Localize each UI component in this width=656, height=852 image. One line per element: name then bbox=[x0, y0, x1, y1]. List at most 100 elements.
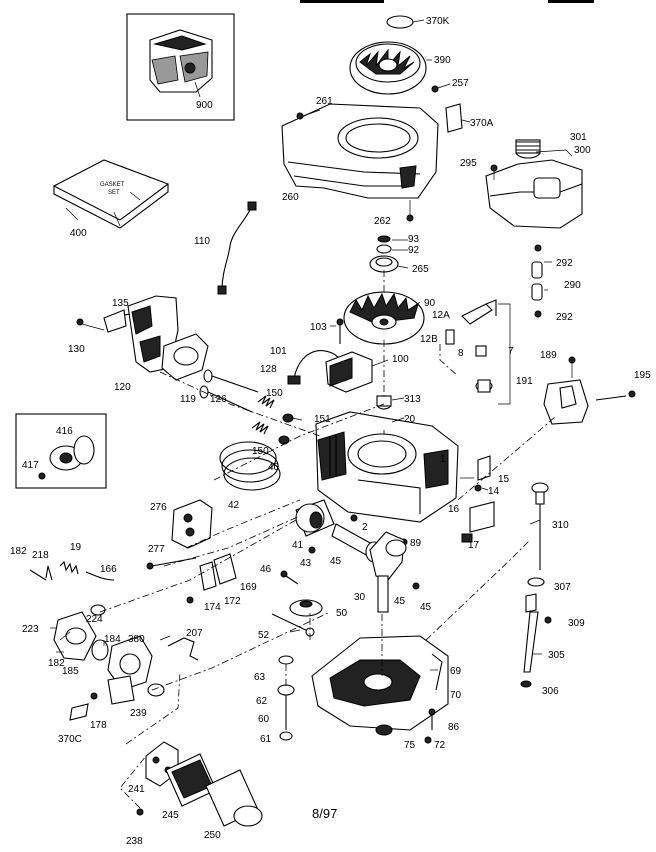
gasket-set-label-line1: GASKET bbox=[100, 182, 125, 188]
label-172: 172 bbox=[224, 596, 241, 607]
part-120-cylinder-head bbox=[76, 295, 209, 381]
label-262: 262 bbox=[374, 216, 391, 227]
label-70: 70 bbox=[450, 690, 462, 701]
label-43: 43 bbox=[300, 558, 312, 569]
part-1-cylinder-block bbox=[315, 411, 459, 523]
label-417: 417 bbox=[22, 460, 39, 471]
label-370A: 370A bbox=[470, 118, 494, 129]
label-100: 100 bbox=[392, 354, 409, 365]
heading-remnant bbox=[300, 0, 594, 3]
label-60: 60 bbox=[258, 714, 270, 725]
part-150-151-valve-springs bbox=[251, 395, 294, 445]
label-20: 20 bbox=[404, 414, 416, 425]
part-110-lead-wire bbox=[217, 201, 257, 295]
part-390-rewind-starter bbox=[349, 41, 451, 95]
label-185: 185 bbox=[62, 666, 79, 677]
label-307: 307 bbox=[554, 582, 571, 593]
part-380-carburetor bbox=[50, 604, 199, 705]
part-370k-decal bbox=[386, 15, 425, 29]
label-900: 900 bbox=[196, 100, 213, 111]
gasket-set-label-line2: SET bbox=[108, 190, 120, 196]
label-313: 313 bbox=[404, 394, 421, 405]
part-290-fuel-line bbox=[531, 244, 543, 318]
label-93: 93 bbox=[408, 234, 420, 245]
label-195: 195 bbox=[634, 370, 651, 381]
label-295: 295 bbox=[460, 158, 477, 169]
part-191-governor-control bbox=[543, 356, 636, 425]
part-245-250-air-cleaner bbox=[136, 741, 263, 827]
label-12B: 12B bbox=[420, 334, 438, 345]
label-178: 178 bbox=[90, 720, 107, 731]
part-103-screw bbox=[336, 318, 344, 344]
part-86-75-72-sump-hardware bbox=[375, 708, 436, 744]
label-301: 301 bbox=[570, 132, 587, 143]
label-390: 390 bbox=[434, 55, 451, 66]
part-7-brake-control-bracket bbox=[445, 299, 511, 405]
label-120: 120 bbox=[114, 382, 131, 393]
label-182-b: 182 bbox=[48, 658, 65, 669]
label-150-a: 150 bbox=[266, 388, 283, 399]
label-189: 189 bbox=[540, 350, 557, 361]
label-169: 169 bbox=[240, 582, 257, 593]
label-1: 1 bbox=[440, 454, 446, 465]
label-174: 174 bbox=[204, 602, 221, 613]
label-265: 265 bbox=[412, 264, 429, 275]
label-63: 63 bbox=[254, 672, 266, 683]
label-241: 241 bbox=[128, 784, 145, 795]
part-50-52-governor-gear bbox=[271, 599, 323, 637]
part-30-crankshaft bbox=[369, 531, 420, 613]
label-370K: 370K bbox=[426, 16, 450, 27]
part-labels: 370K 390 257 370A 261 260 262 900 301 30… bbox=[10, 16, 651, 847]
label-14: 14 bbox=[488, 486, 500, 497]
label-72: 72 bbox=[434, 740, 446, 751]
label-101: 101 bbox=[270, 346, 287, 357]
label-260: 260 bbox=[282, 192, 299, 203]
label-7: 7 bbox=[508, 346, 514, 357]
part-400-gasket-set: GASKET SET bbox=[52, 159, 170, 229]
part-169-174-172-exhaust-gaskets bbox=[186, 553, 299, 604]
label-224: 224 bbox=[86, 614, 103, 625]
label-191: 191 bbox=[516, 376, 533, 387]
part-276-muffler bbox=[171, 499, 213, 549]
label-45-a: 45 bbox=[330, 556, 342, 567]
label-245: 245 bbox=[162, 810, 179, 821]
label-300: 300 bbox=[574, 145, 591, 156]
part-41-piston bbox=[295, 499, 358, 554]
label-261: 261 bbox=[316, 96, 333, 107]
label-416: 416 bbox=[56, 426, 73, 437]
label-16: 16 bbox=[448, 504, 460, 515]
label-110: 110 bbox=[194, 236, 210, 247]
label-52: 52 bbox=[258, 630, 270, 641]
label-45-c: 45 bbox=[420, 602, 432, 613]
label-2: 2 bbox=[362, 522, 368, 533]
label-19: 19 bbox=[70, 542, 82, 553]
label-292-b: 292 bbox=[556, 312, 573, 323]
label-15: 15 bbox=[498, 474, 510, 485]
engine-inset bbox=[126, 13, 235, 121]
label-207: 207 bbox=[186, 628, 203, 639]
label-292-a: 292 bbox=[556, 258, 573, 269]
label-75: 75 bbox=[404, 740, 416, 751]
label-239: 239 bbox=[130, 708, 147, 719]
label-277: 277 bbox=[148, 544, 165, 555]
label-90: 90 bbox=[424, 298, 436, 309]
label-8: 8 bbox=[458, 348, 464, 359]
leader-lines bbox=[59, 149, 573, 671]
label-45-b: 45 bbox=[394, 596, 406, 607]
label-103: 103 bbox=[310, 322, 327, 333]
part-178-370c-decal bbox=[69, 692, 98, 721]
label-182-a: 182 bbox=[10, 546, 27, 557]
label-128: 128 bbox=[260, 364, 277, 375]
label-17: 17 bbox=[468, 540, 480, 551]
label-250: 250 bbox=[204, 830, 221, 841]
part-90-flywheel bbox=[343, 291, 425, 345]
part-93-92-265-flywheel-nut-washer-screen bbox=[369, 235, 399, 273]
label-305: 305 bbox=[548, 650, 565, 661]
label-166: 166 bbox=[100, 564, 117, 575]
label-223: 223 bbox=[22, 624, 39, 635]
part-14-17-breather-screws bbox=[461, 455, 495, 543]
label-184: 184 bbox=[104, 634, 121, 645]
label-276: 276 bbox=[150, 502, 167, 513]
label-135: 135 bbox=[112, 298, 129, 309]
